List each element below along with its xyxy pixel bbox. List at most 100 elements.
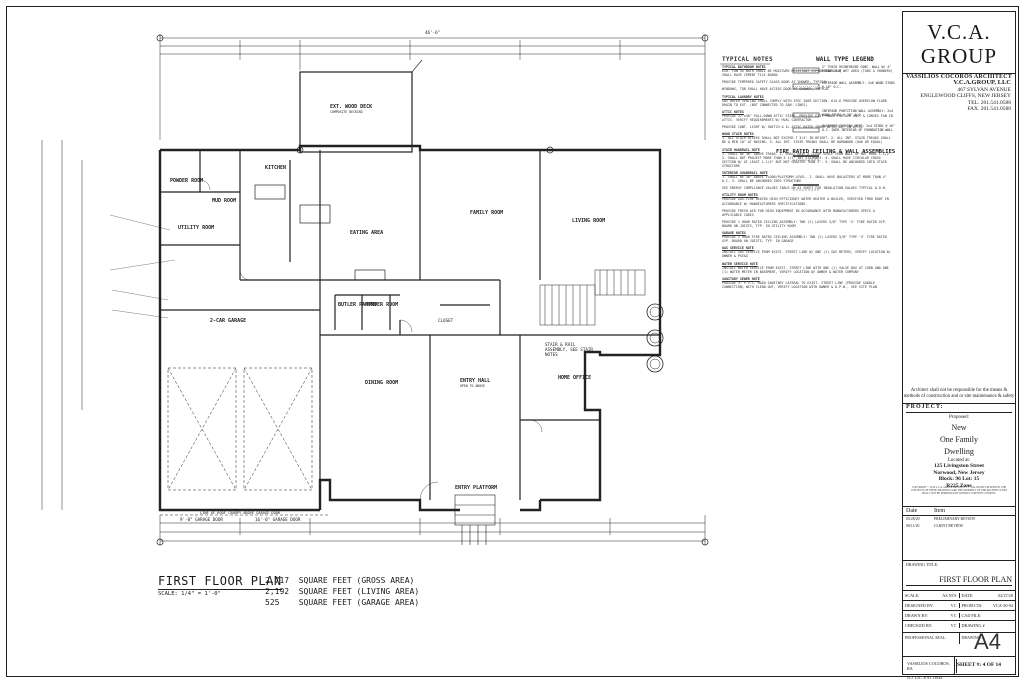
project-proposed: Proposed:	[949, 415, 969, 420]
firm-address: V.C.A.GROUP, LLC 467 SYLVAN AVENUE ENGLE…	[903, 74, 1015, 113]
note-body: INSTALL GAS SERVICE FROM EXIST. STREET L…	[722, 250, 891, 259]
legend-title: WALL TYPE LEGEND	[816, 56, 874, 63]
drawn-by-label: DRAWN BY:	[905, 613, 929, 618]
drawn-by-value: VC	[950, 613, 957, 618]
title-grid-row: CHECKED BY: VC DRAWING #	[903, 620, 1015, 630]
firm-company: V.C.A.GROUP, LLC	[953, 79, 1011, 86]
area-living: 2,192 SQUARE FEET (LIVING AREA)	[265, 587, 420, 596]
room-mud-label: MUD ROOM	[212, 198, 237, 204]
note-heading: WOOD STAIR NOTES	[722, 132, 754, 137]
roof-canopy-note: LINE OF ROOF CANOPY ABOVE GARAGE DOOR	[200, 511, 281, 515]
checked-by-label: CHECKED BY:	[905, 623, 933, 628]
stair-note: STAIR & RAIL ASSEMBLY, SEE STAIR NOTES	[545, 342, 593, 357]
area-gross: 2,717 SQUARE FEET (GROSS AREA)	[265, 576, 415, 585]
architect-info: VASSILIOS COCOROS, RA N.J. LIC. # AI 130…	[903, 657, 957, 680]
project-name-1: New	[951, 423, 967, 432]
note-body: SEE ENERGY COMPLIANCE VALUES TABLE ON A1…	[722, 186, 887, 191]
title-footer: VASSILIOS COCOROS, RA N.J. LIC. # AI 130…	[903, 656, 1015, 680]
checked-by-value: VC	[950, 623, 957, 628]
project-located: Located at:	[947, 458, 971, 463]
title-block: V.C.A. GROUP VASSILIOS COCOROS ARCHITECT…	[902, 11, 1016, 680]
plan-scale: SCALE: 1/4" = 1'-0"	[158, 591, 221, 597]
note-body: EXH. FAN 45 BATH SHALL BE MOISTURE RESIS…	[722, 69, 893, 78]
revision-row: 06/11/20 CLIENT REVIEW	[903, 523, 1015, 530]
firm-logo-text: V.C.A. GROUP	[920, 20, 998, 68]
room-living-label: LIVING ROOM	[572, 218, 606, 224]
note-body: PROVIDE 1 HOUR RATED CEILING ASSEMBLY: T…	[722, 219, 887, 228]
title-grid-row: DRAWN BY: VC CAD FILE:	[903, 610, 1015, 620]
legend-item: 2" THICK REINFORCED CONC. WALL W/ 4" REI…	[822, 65, 892, 73]
room-utility-label: UTILITY ROOM	[178, 225, 215, 231]
note-body: INSTALL WATER SERVICE FROM EXIST. STREET…	[722, 265, 889, 274]
project-zone: R225 Zone	[946, 482, 972, 489]
drawing-number-label: DRAWING #	[961, 623, 985, 628]
note-item: PROVIDE CONT. LIGHT W/ SWITCH & 1L ATTIC…	[722, 125, 894, 129]
revision-row: 05/28/20 PRELIMINARY REVIEW	[903, 516, 1015, 523]
plan-title: FIRST FLOOR PLAN	[158, 574, 282, 590]
seal-row: PROFESSIONAL SEAL: DRAWING:	[903, 632, 1015, 644]
sheet-number: SHEET #: 4 OF 14	[957, 662, 1002, 668]
note-body: WINDOWS, TUB SHALL HAVE ACCESS DOOR AT S…	[722, 87, 830, 92]
revision-date: 05/28/20	[906, 517, 920, 521]
note-heading: UTILITY ROOM NOTES	[722, 193, 758, 198]
drawing-label: DRAWING:	[958, 633, 1016, 644]
firm-tagline: VASSILIOS COCOROS ARCHITECT	[906, 74, 1012, 80]
scale-label: SCALE:	[905, 593, 920, 598]
area-summary: 2,717 SQUARE FEET (GROSS AREA) 2,192 SQU…	[265, 575, 419, 608]
note-item: PROVIDE TEMPERED SAFETY GLASS DOOR AT SH…	[722, 80, 894, 84]
garage-door-dim-2: 16'-0" GARAGE DOOR	[255, 517, 301, 522]
area-garage: 525 SQUARE FEET (GARAGE AREA)	[265, 598, 420, 607]
revision-date: 06/11/20	[906, 524, 920, 528]
room-powder-label: POWDER ROOM	[170, 178, 204, 184]
note-item: PROVIDE FRESH AIR FOR HIGH EQUIPMENT IN …	[722, 209, 894, 217]
note-body: PROVIDE 4" P.V.C. MAIN SANITARY LATERAL …	[722, 280, 877, 290]
firm-street: 467 SYLVAN AVENUE	[957, 86, 1011, 93]
copyright-note: COPYRIGHT © 2018 V.C.A. GROUP ARCHITECT …	[910, 486, 1008, 496]
note-item: WINDOWS, TUB SHALL HAVE ACCESS DOOR AT S…	[722, 87, 894, 91]
designed-by-label: DESIGNED BY:	[905, 603, 934, 608]
note-body: 1. ALL STAIR RISERS SHALL NOT EXCEED 7 3…	[722, 136, 891, 145]
legend-item: INTERIOR PARTITION WALL ASSEMBLY: 2x4 WO…	[822, 109, 894, 117]
note-heading: WATER SERVICE NOTE	[722, 261, 758, 266]
drawing-title: FIRST FLOOR PLAN	[906, 575, 1012, 586]
room-eating-label: EATING AREA	[350, 230, 384, 236]
note-body: PROVIDE FRESH AIR FOR HIGH EQUIPMENT IN …	[722, 208, 875, 217]
cad-file-label: CAD FILE:	[961, 613, 982, 618]
legend-item: BASEMENT FURRING NOTE: 2x4 STUDS @ 16" O…	[822, 124, 895, 132]
note-body: 1. SHALL BE 36" ABOVE TREAD. 2. SHALL HA…	[722, 151, 893, 168]
firm-logo: V.C.A. GROUP VASSILIOS COCOROS ARCHITECT	[903, 12, 1015, 80]
note-body: PROVIDE 1 HOUR FIRE RATED CEILING ASSEMB…	[722, 235, 887, 244]
revision-item-header: Item	[934, 508, 945, 514]
note-body: PROVIDE CONT. LIGHT W/ SWITCH & 1L ATTIC…	[722, 125, 863, 130]
note-heading: INTERIOR GUARDRAIL NOTE	[722, 170, 768, 175]
revision-date-header: Date	[906, 508, 918, 514]
note-heading: GARAGE NOTES	[722, 231, 746, 235]
project-street: 125 Livingston Street	[933, 463, 984, 469]
revision-header: Date Item	[903, 507, 1015, 516]
project-number-label: PROJECT#:	[961, 603, 983, 608]
project-label: PROJECT:	[906, 404, 1012, 413]
drawing-title-label: DRAWING TITLE:	[906, 562, 939, 567]
date-value: 02/27/20	[998, 593, 1013, 598]
revision-table: Date Item 05/28/20 PRELIMINARY REVIEW 06…	[903, 506, 1015, 530]
project-block: Block: 96 Lot: 15	[938, 476, 980, 482]
project-name-3: Dwelling	[944, 447, 974, 456]
drawing-title-box: DRAWING TITLE: FIRST FLOOR PLAN	[903, 560, 1015, 587]
wall-type-legend: WALL TYPE LEGEND FIRE RATED CEILING & WA…	[776, 56, 900, 155]
firm-fax: FAX. 201.541.0588	[967, 106, 1011, 112]
room-closet-label: CLOSET	[438, 318, 454, 323]
firm-tel: TEL. 201.541.0588	[967, 99, 1011, 106]
sheet-code: A4	[974, 629, 1001, 654]
disclaimer: Architect shall not be responsible for t…	[903, 388, 1015, 404]
typical-notes-title: TYPICAL NOTES	[722, 56, 773, 63]
room-platform-label: ENTRY PLATFORM	[455, 485, 498, 491]
